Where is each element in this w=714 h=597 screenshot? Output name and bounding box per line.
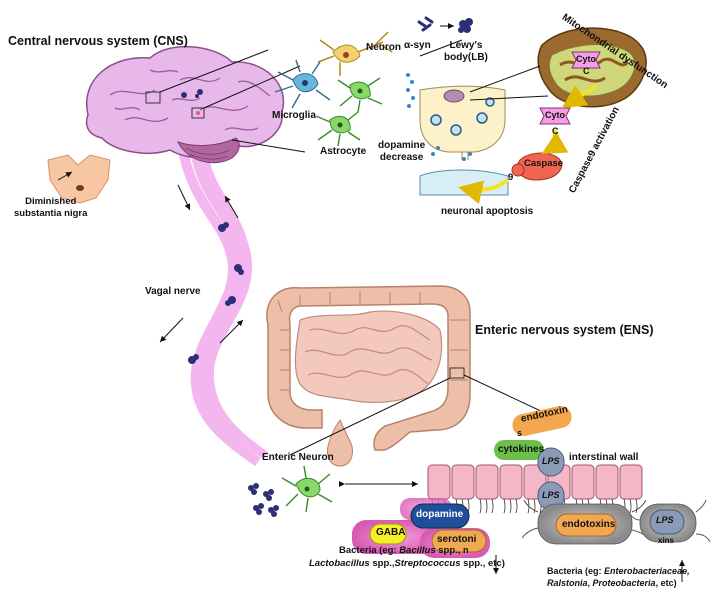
neuronal-apoptosis-label: neuronal apoptosis [441, 206, 534, 217]
large-intestine [266, 285, 471, 451]
microglia-cell [274, 59, 331, 109]
dopamine-label: dopamine [416, 509, 464, 520]
pathogenic-bacteria-2 [629, 499, 711, 543]
lps-label-upper: LPS [542, 456, 560, 466]
cytokines-label: cytokines [498, 444, 545, 455]
serotonin-capsule [431, 529, 487, 553]
lps-capsule-upper [537, 447, 565, 477]
ens-title: Enteric nervous system (ENS) [475, 323, 654, 337]
cns-title: Central nervous system (CNS) [8, 34, 188, 48]
beneficial-bacteria-prefix: Bacteria (eg: [339, 545, 400, 556]
mitochondria-link-lines [419, 39, 549, 101]
endotoxin-s-label: s [517, 428, 523, 438]
substantia-nigra-label: Diminished substantia nigra [14, 196, 87, 220]
lewy-body-label-line2: body(LB) [444, 52, 488, 63]
neuron-cell [317, 31, 393, 76]
postsynaptic-neuron [419, 169, 509, 196]
brain [85, 45, 285, 164]
bacillus-name: Bacillus [399, 545, 436, 556]
serotonin-n-label: n [463, 545, 469, 555]
presynaptic-terminal [406, 73, 506, 161]
astrocyte-label: Astrocyte [320, 146, 367, 157]
cytokines-pill [494, 440, 544, 460]
lps-label-lower: LPS [542, 490, 560, 500]
gaba-label: GABA [376, 527, 406, 538]
bacillus-suffix: spp., [435, 545, 461, 556]
endotoxin-pill [512, 406, 572, 436]
xins-label: xins [658, 536, 675, 545]
dopamine-decrease-label-line2: decrease [379, 152, 424, 163]
ralstonia-name: Ralstonia [547, 578, 588, 588]
asyn-aggregates-on-nerve [188, 222, 244, 364]
small-intestine [294, 310, 443, 403]
pathogenic-bacteria-1 [521, 499, 649, 545]
vagal-nerve [177, 144, 268, 467]
pathogenic-bacteria-line2: Ralstonia, Proteobacteria, etc) [547, 578, 677, 588]
asyn-aggregation [417, 16, 473, 33]
streptococcus-suffix: spp., etc) [460, 558, 505, 569]
lewy-body-label-line1: Lewy's [449, 40, 483, 51]
beneficial-bacteria-line1: Bacteria (eg: Bacillus spp., [339, 545, 460, 556]
beneficial-bacteria-line2: Lactobacillus spp.,Streptococcus spp., e… [309, 558, 505, 569]
cyto-c-label-2: C [552, 126, 559, 136]
proteobacteria-name: Proteobacteria [592, 578, 656, 588]
ralstonia-separator: , [587, 578, 593, 588]
pathogenic-bacteria-prefix: Bacteria (eg: [547, 566, 605, 576]
caspase-9-label: 9 [508, 172, 514, 183]
lps-label-bacteria: LPS [656, 515, 674, 525]
lactobacillus-name: Lactobacillus [309, 558, 370, 569]
dopamine-decrease-label-line1: dopamine [378, 140, 426, 151]
endotoxins-label: endotoxins [562, 519, 616, 530]
substantia-nigra-label-line1: Diminished [25, 196, 77, 207]
serotonin-label: serotoni [437, 534, 477, 545]
enteric-neuron-label: Enteric Neuron [262, 452, 334, 463]
astrocyte-cells [315, 77, 383, 147]
apoptosis-pathway-arrows [458, 84, 598, 205]
nerve-direction-arrows [159, 184, 244, 344]
caspase-label: Caspase [524, 158, 564, 169]
cyto-label-2: Cyto [545, 110, 565, 120]
cyto-c-label-1: C [583, 66, 590, 76]
lactobacillus-suffix: spp., [369, 558, 395, 569]
brain-callout-lines [159, 49, 306, 153]
substantia-nigra [47, 154, 111, 204]
streptococcus-name: Streptococcus [394, 558, 461, 569]
gaba-capsule [369, 523, 407, 545]
microglia-label: Microglia [272, 110, 316, 121]
dopamine-decrease-label: dopamine decrease [378, 140, 425, 164]
vagal-nerve-label: Vagal nerve [145, 286, 201, 297]
neuron-label: Neuron [366, 42, 401, 53]
pathogenic-bacteria-line1: Bacteria (eg: Enterobacteriaceae, [547, 566, 690, 576]
asyn-label: α-syn [404, 40, 431, 51]
enteric-asyn-aggregates [248, 483, 279, 517]
dopamine-capsule [410, 503, 470, 529]
cyto-c-in-mitochondrion [571, 51, 601, 69]
gut-wall-callout-box [449, 367, 465, 379]
substantia-nigra-label-line2: substantia nigra [14, 208, 88, 219]
proteobacteria-suffix: , etc) [655, 578, 677, 588]
rectum [327, 418, 353, 467]
enterobacteriaceae-name: Enterobacteriaceae, [604, 566, 690, 576]
intestinal-wall-label: interstinal wall [569, 452, 639, 463]
lewy-body-label: Lewy's body(LB) [444, 40, 488, 64]
cyto-label-1: Cyto [576, 54, 596, 64]
enteric-neuron-cell [281, 465, 333, 513]
